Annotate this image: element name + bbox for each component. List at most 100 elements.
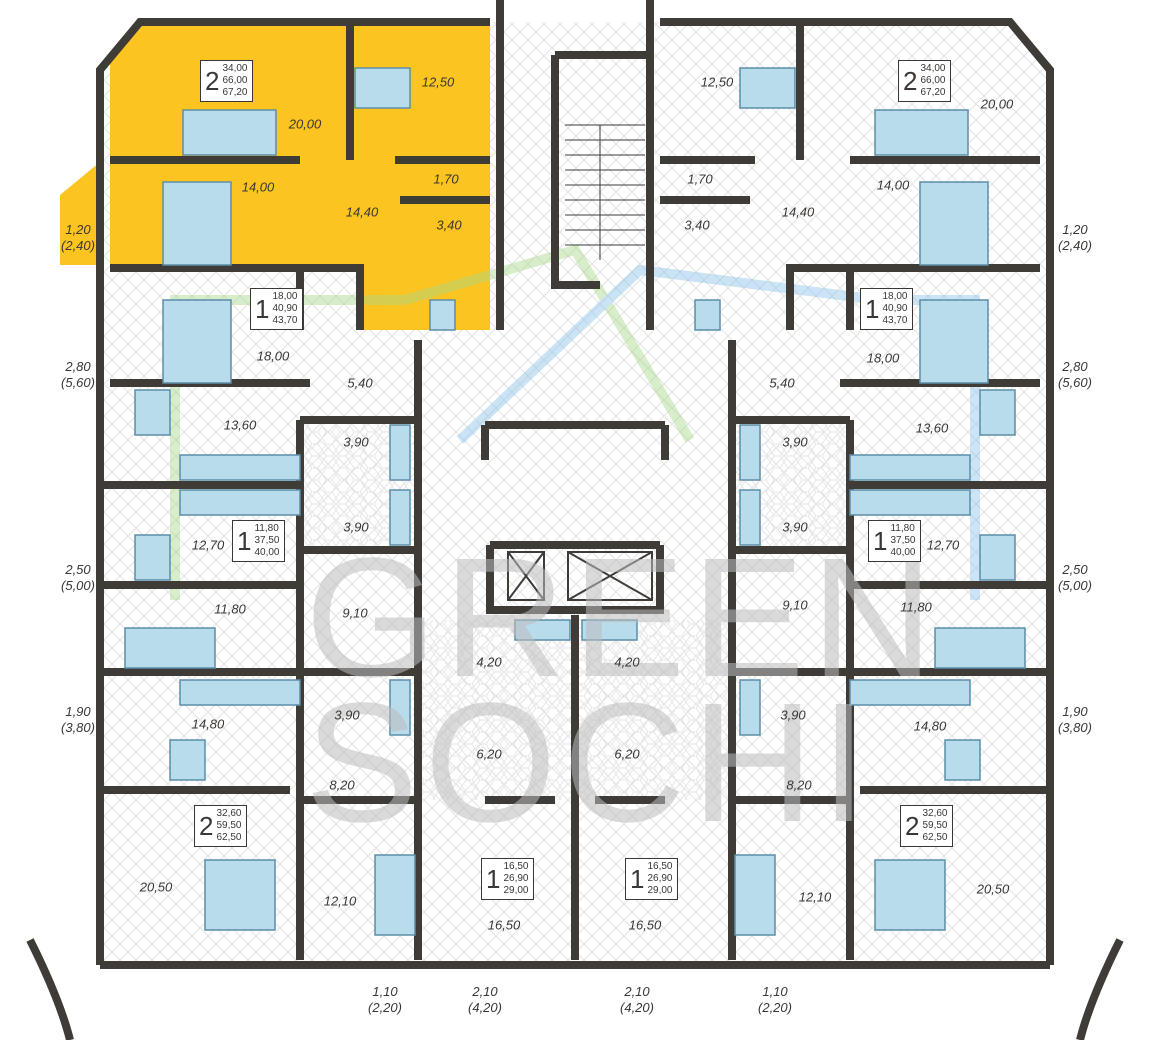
balcony-area: 1,10(2,20) [758, 984, 792, 1016]
balcony-area: 1,20(2,40) [61, 222, 95, 254]
living-area: 34,00 [222, 63, 248, 74]
living-area: 18,00 [882, 291, 908, 302]
total-area: 37,50 [254, 535, 280, 546]
room-area: 5,40 [769, 375, 795, 391]
balcony-area-value: 2,10 [624, 984, 650, 999]
room-area: 12,50 [421, 74, 455, 90]
balcony-area: 2,80(5,60) [1058, 359, 1092, 391]
room-area: 6,20 [476, 746, 502, 762]
room-area: 16,50 [628, 917, 662, 933]
total-area: 26,90 [503, 873, 529, 884]
room-area: 6,20 [614, 746, 640, 762]
room-area: 3,90 [334, 707, 360, 723]
room-area: 4,20 [614, 654, 640, 670]
room-area: 12,70 [191, 537, 225, 553]
room-area: 14,00 [241, 179, 275, 195]
balcony-total-value: (2,40) [1058, 238, 1092, 253]
room-area: 3,90 [782, 519, 808, 535]
apartment-rooms: 2 [903, 66, 918, 96]
balcony-area-value: 1,10 [762, 984, 788, 999]
living-area: 32,60 [922, 808, 948, 819]
total-area: 37,50 [890, 535, 916, 546]
balcony-area-value: 1,20 [65, 222, 91, 237]
room-area: 3,90 [343, 519, 369, 535]
stairs [565, 124, 645, 260]
room-area: 12,50 [700, 74, 734, 90]
area-with-balcony: 67,20 [920, 87, 946, 98]
apartment-rooms: 1 [486, 864, 501, 894]
apartment-rooms: 1 [865, 294, 880, 324]
area-with-balcony: 29,00 [647, 885, 673, 896]
room-area: 18,00 [256, 348, 290, 364]
total-area: 66,00 [920, 75, 946, 86]
balcony-area-value: 1,90 [65, 704, 91, 719]
room-area: 3,40 [436, 217, 462, 233]
balcony-area-value: 1,20 [1062, 222, 1088, 237]
balcony-area: 2,50(5,00) [1058, 562, 1092, 594]
area-with-balcony: 43,70 [882, 315, 908, 326]
living-area: 11,80 [890, 523, 915, 534]
living-area: 11,80 [254, 523, 279, 534]
area-with-balcony: 62,50 [922, 832, 948, 843]
area-with-balcony: 62,50 [216, 832, 242, 843]
room-area: 1,70 [433, 171, 459, 187]
room-area: 14,80 [191, 716, 225, 732]
balcony-area-value: 2,80 [65, 359, 91, 374]
total-area: 40,90 [882, 303, 908, 314]
room-area: 14,80 [913, 718, 947, 734]
watermark-line1: GREEN [305, 523, 940, 713]
room-area: 20,00 [980, 96, 1014, 112]
room-area: 11,80 [214, 601, 246, 617]
room-area: 3,40 [684, 217, 710, 233]
area-with-balcony: 40,00 [890, 547, 916, 558]
room-area: 8,20 [786, 777, 812, 793]
apartment-rooms: 2 [205, 66, 220, 96]
room-area: 20,50 [139, 879, 173, 895]
walls [26, 0, 1124, 1040]
living-area: 32,60 [216, 808, 242, 819]
room-area: 3,90 [343, 434, 369, 450]
room-area: 12,10 [323, 893, 357, 909]
room-area: 5,40 [347, 375, 373, 391]
total-area: 59,50 [216, 820, 242, 831]
apartment-rooms: 1 [255, 294, 270, 324]
apartment-rooms: 1 [873, 526, 888, 556]
balcony-total-value: (3,80) [61, 720, 95, 735]
balcony-area: 1,20(2,40) [1058, 222, 1092, 254]
room-area: 1,70 [687, 171, 713, 187]
total-area: 59,50 [922, 820, 948, 831]
balcony-total-value: (4,20) [620, 1000, 654, 1015]
balcony-total-value: (2,20) [758, 1000, 792, 1015]
total-area: 66,00 [222, 75, 248, 86]
balcony-total-value: (5,60) [61, 375, 95, 390]
balcony-area-value: 1,10 [372, 984, 398, 999]
elevator-shafts [507, 551, 653, 601]
living-area: 34,00 [920, 63, 946, 74]
room-area: 8,20 [329, 777, 355, 793]
room-area: 12,10 [798, 889, 832, 905]
balcony-area-value: 2,50 [1062, 562, 1088, 577]
room-area: 13,60 [915, 420, 949, 436]
room-area: 12,70 [926, 537, 960, 553]
balcony-total-value: (5,60) [1058, 375, 1092, 390]
room-area: 14,40 [345, 204, 379, 220]
balcony-total-value: (5,00) [1058, 578, 1092, 593]
balcony-total-value: (2,20) [368, 1000, 402, 1015]
living-area: 16,50 [647, 861, 673, 872]
room-area: 14,40 [781, 204, 815, 220]
living-area: 18,00 [272, 291, 298, 302]
apartment-rooms: 1 [237, 526, 252, 556]
room-area: 20,50 [976, 881, 1010, 897]
balcony-area: 2,80(5,60) [61, 359, 95, 391]
